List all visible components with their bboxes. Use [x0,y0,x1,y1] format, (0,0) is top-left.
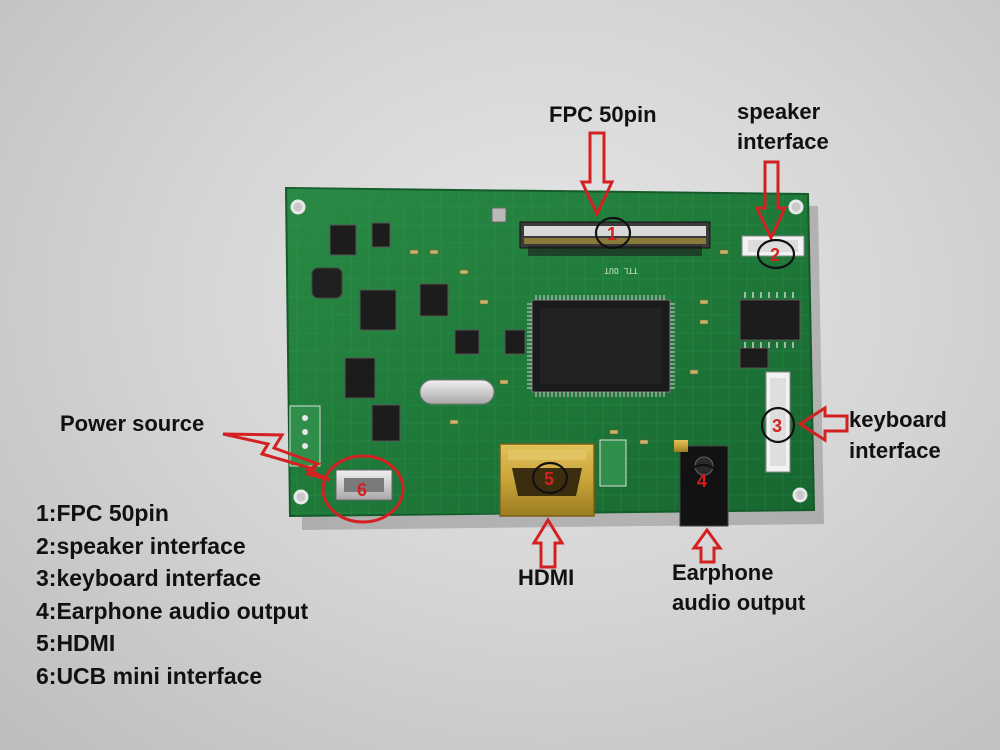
annotation-arrows [222,131,849,569]
label-keyboard-line1: keyboard [849,407,947,432]
ring-5 [531,461,569,495]
keyboard-connector [765,371,791,473]
marker-6: 6 [357,480,367,500]
crystal [419,379,495,405]
legend-item: 4:Earphone audio output [36,597,309,624]
legend-item: 5:HDMI [36,630,116,656]
label-speaker-line2: interface [737,129,829,154]
left-header [289,405,321,467]
label-fpc: FPC 50pin [549,102,657,127]
hdmi-connector [499,443,595,517]
arrow-earphone [691,527,723,564]
ring-1 [594,216,632,250]
arrow-keyboard [797,405,849,443]
marker-rings [531,216,796,497]
marker-1: 1 [607,224,617,244]
arrow-speaker [754,160,788,242]
ic-pin-lines [527,295,675,397]
label-earphone-line2: audio output [672,590,806,615]
marker-5: 5 [544,469,554,489]
arrow-hdmi [531,517,565,569]
legend-item: 3:keyboard interface [36,565,261,591]
legend-item: 2:speaker interface [36,532,246,559]
label-power: Power source [60,411,205,436]
ring-3 [760,406,796,444]
ic-pins [527,295,675,397]
hdmi-side-header [599,439,627,487]
right-ic-pins [744,292,794,348]
label-keyboard-line2: interface [849,438,941,463]
label-hdmi: HDMI [518,565,575,590]
legend-list: 1:FPC 50pin 2:speaker interface 3:keyboa… [36,497,308,692]
arrow-power [222,432,331,482]
marker-2: 2 [770,245,780,265]
ttl-out-silkscreen: TTL OUT [604,266,638,275]
label-earphone-line1: Earphone [672,560,774,585]
mounting-holes [290,199,808,505]
ring-6-red [321,454,405,524]
mini-usb-connector [335,469,393,501]
main-ic [531,299,671,393]
test-post [491,207,507,223]
audio-jack [674,440,729,527]
marker-3: 3 [772,416,782,436]
fpc-connector [519,221,711,256]
legend-item: 6:UCB mini interface [36,662,263,689]
legend-item: 1:FPC 50pin [36,500,169,526]
arrow-fpc [579,131,615,218]
label-speaker-line1: speaker [737,99,821,124]
marker-4: 4 [697,471,707,491]
smd-parts [409,249,729,445]
inductor [311,267,343,299]
ring-2 [756,238,796,270]
small-ics [329,222,801,442]
ring-4 [684,463,722,497]
